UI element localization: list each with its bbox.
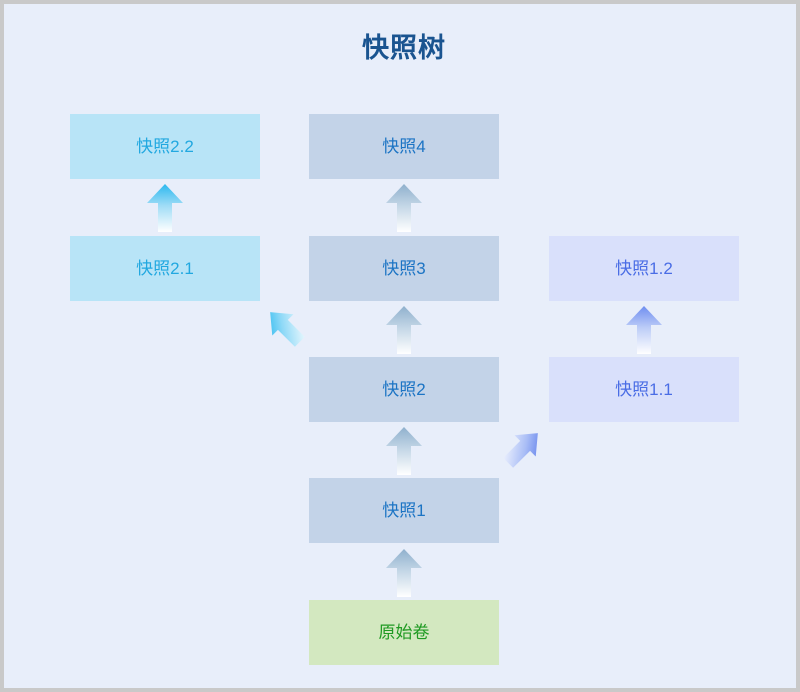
node-label: 快照1.2 — [615, 259, 673, 278]
node-snapshot-1-1[interactable]: 快照1.1 — [549, 357, 739, 422]
edge-arrow-snapshot-2-to-2-1 — [260, 302, 310, 352]
node-label: 快照2.2 — [136, 137, 194, 156]
edge-arrow-original-volume-to-snapshot-1 — [385, 549, 423, 597]
node-label: 原始卷 — [378, 623, 430, 642]
node-snapshot-1-2[interactable]: 快照1.2 — [549, 236, 739, 301]
edge-arrow-snapshot-3-to-4 — [385, 184, 423, 232]
node-original-volume[interactable]: 原始卷 — [309, 600, 499, 665]
edge-arrow-snapshot-1-1-to-1-2 — [625, 306, 663, 354]
page-title: 快照树 — [362, 33, 446, 63]
node-snapshot-2[interactable]: 快照2 — [309, 357, 499, 422]
node-snapshot-2-2[interactable]: 快照2.2 — [70, 114, 260, 179]
edge-arrow-snapshot-1-to-1-1 — [498, 423, 548, 473]
node-label: 快照4 — [382, 137, 426, 156]
node-snapshot-1[interactable]: 快照1 — [309, 478, 499, 543]
node-snapshot-3[interactable]: 快照3 — [309, 236, 499, 301]
node-label: 快照1 — [382, 501, 426, 520]
edge-arrow-snapshot-1-to-2 — [385, 427, 423, 475]
node-label: 快照2.1 — [136, 259, 194, 278]
node-label: 快照1.1 — [615, 380, 673, 399]
node-snapshot-4[interactable]: 快照4 — [309, 114, 499, 179]
node-snapshot-2-1[interactable]: 快照2.1 — [70, 236, 260, 301]
node-label: 快照2 — [382, 380, 426, 399]
edge-arrow-snapshot-2-1-to-2-2 — [146, 184, 184, 232]
edge-arrow-snapshot-2-to-3 — [385, 306, 423, 354]
node-label: 快照3 — [382, 259, 426, 278]
